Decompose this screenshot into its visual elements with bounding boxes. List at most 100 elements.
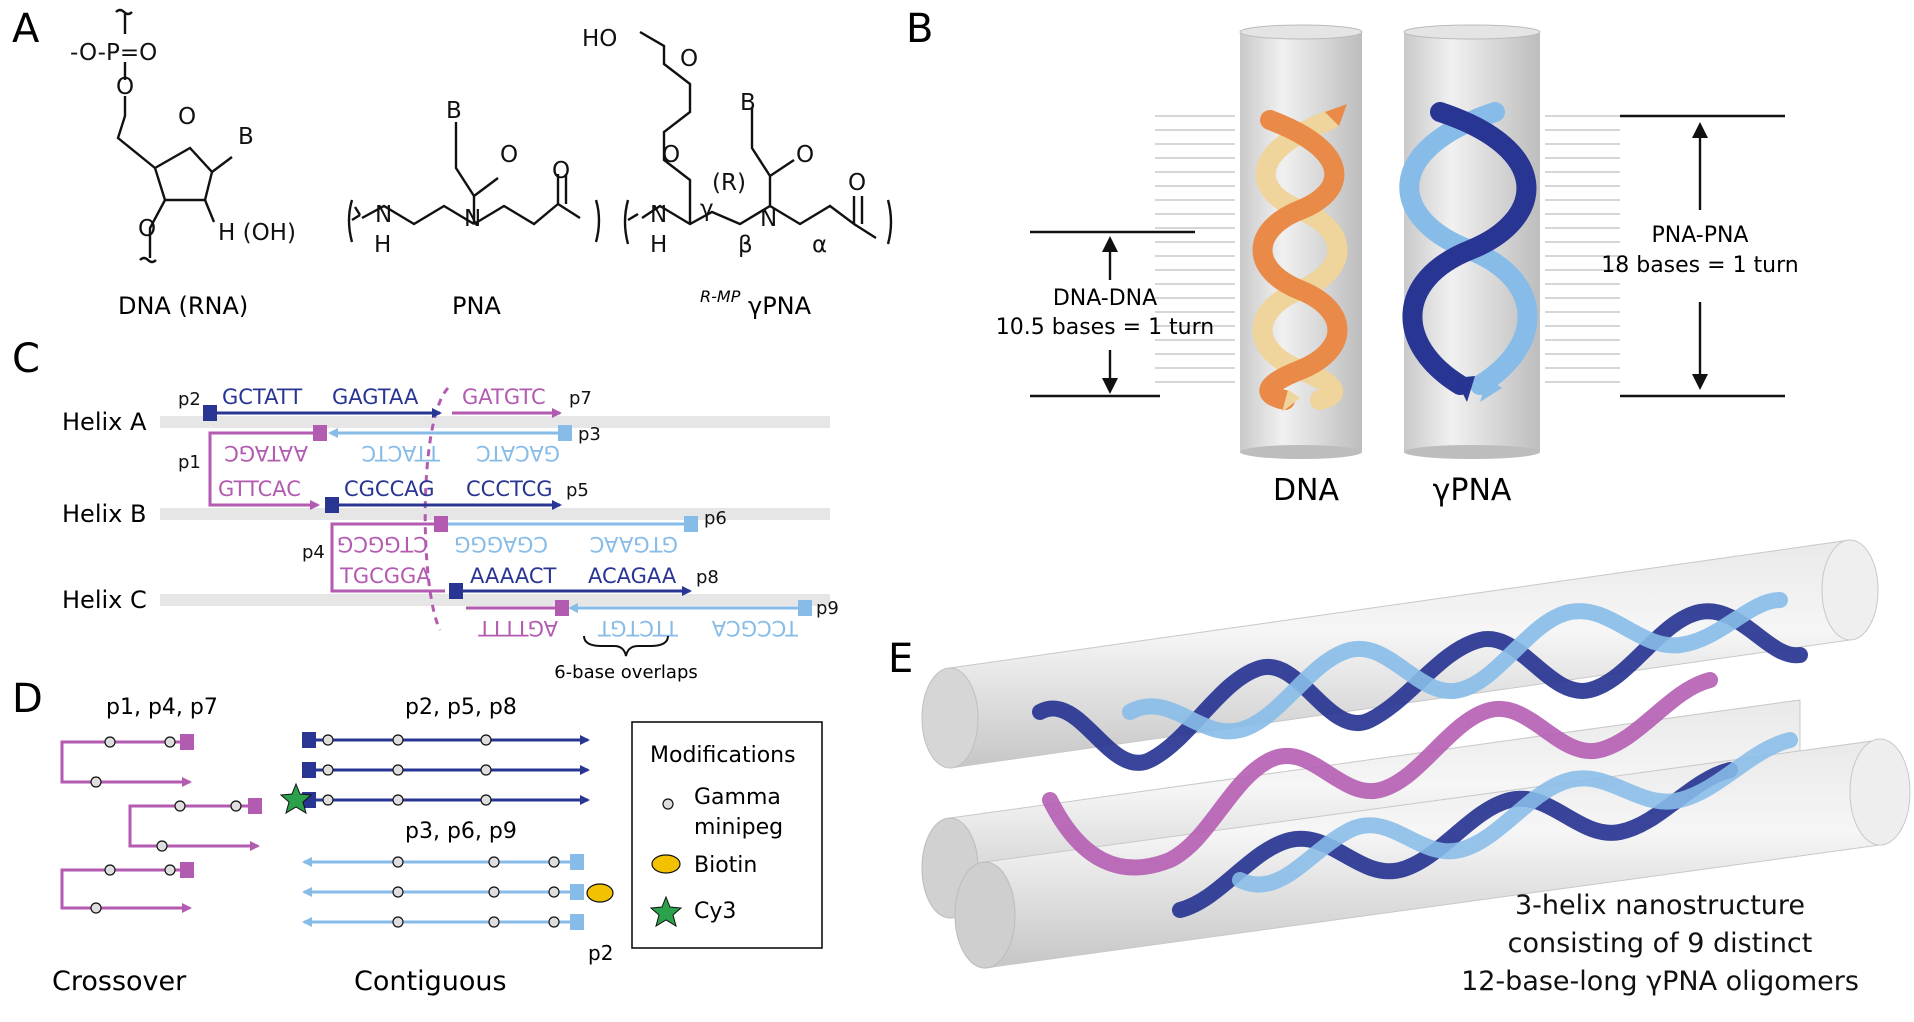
biotin-on-strand <box>586 883 614 903</box>
nanostructure-strands <box>1032 592 1808 918</box>
seq-c-bot-1: AGTTTT <box>478 616 558 640</box>
gpna-double-helix <box>1399 102 1538 402</box>
seq-c-bot-3: TCCGCA <box>711 616 799 640</box>
panel-label-a: A <box>12 6 40 52</box>
caption-line-1: 3-helix nanostructure <box>1515 890 1805 921</box>
label-p2: p2 <box>178 389 201 410</box>
strand-dark-upper <box>1032 603 1808 771</box>
p8-end-marker <box>449 583 463 599</box>
pna-pna-title: PNA-PNA <box>1651 223 1748 248</box>
strand-p1 <box>208 431 320 510</box>
seq-c-top-2: AAAACT <box>470 564 557 588</box>
base-label-dna: B <box>238 124 254 150</box>
o-ether2-label: O <box>662 142 680 168</box>
label-p5: p5 <box>566 480 589 501</box>
strand-light-upper <box>1122 592 1788 740</box>
contiguous-light-end-1 <box>570 854 584 870</box>
strand-p4 <box>330 522 445 593</box>
crossover-group-label: p1, p4, p7 <box>106 695 218 720</box>
legend-biotin: Biotin <box>694 853 757 878</box>
o-upper-label: O <box>138 216 156 242</box>
contiguous-light-end-3 <box>570 914 584 930</box>
dna-turn-bracket <box>1030 230 1195 398</box>
o-label-pna: O <box>500 142 518 168</box>
legend-title: Modifications <box>650 743 796 768</box>
contiguous-light-strands <box>302 857 574 927</box>
p5-end-marker <box>325 497 339 513</box>
panel-b: DNA-DNA 10.5 bases = 1 turn PNA-PNA 18 b… <box>996 24 1799 508</box>
contiguous-dark-end-1 <box>302 732 316 748</box>
gamma-minipeg-icon <box>662 798 674 810</box>
seq-a-top-1: GCTATT <box>222 385 302 409</box>
o-ring-label: O <box>178 104 196 130</box>
panel-label-d: D <box>12 676 43 722</box>
panel-a-atom-labels: -O-P=O O O B H (OH) O B O N H N O HO O O… <box>70 26 866 258</box>
panel-c-strand-labels: p2 p7 p3 p1 p5 p6 p4 p8 p9 <box>178 388 839 619</box>
gpna-minipeg-chain <box>639 30 692 224</box>
crossover-end-3 <box>180 862 194 878</box>
dna-caption: DNA <box>1273 473 1340 508</box>
seq-c-top-3: ACAGAA <box>588 564 677 588</box>
rmp-gpna-label: γPNA <box>748 292 812 320</box>
pna-backbone-bonds <box>351 122 581 226</box>
label-p7: p7 <box>569 388 592 409</box>
overlap-brace <box>583 635 669 657</box>
panel-e: 3-helix nanostructure consisting of 9 di… <box>921 539 1911 997</box>
label-p4: p4 <box>302 542 325 563</box>
crossover-end-1 <box>180 734 194 750</box>
p2-note: p2 <box>588 941 613 965</box>
alpha-label: α <box>812 232 827 258</box>
helix-c-label: Helix C <box>62 586 147 614</box>
biotin-icon <box>651 854 681 874</box>
dna-wavy-ends <box>115 8 157 264</box>
helix-c-track <box>160 594 830 606</box>
helix-b-label: Helix B <box>62 500 146 528</box>
helix-a-track <box>160 416 830 428</box>
dna-double-helix <box>1252 104 1348 412</box>
strand-light-lower <box>1232 732 1798 893</box>
p9-end-marker <box>798 600 812 616</box>
cy3-icon <box>649 895 683 928</box>
crossover-strand-3 <box>60 868 192 913</box>
legend-cy3: Cy3 <box>694 899 736 924</box>
h-oh-label: H (OH) <box>218 220 296 246</box>
seq-b-bot-1: CTGGCG <box>337 532 428 556</box>
o-lower-label: O <box>116 74 134 100</box>
n-amide-label-gpna: N <box>760 206 777 232</box>
panel-e-caption: 3-helix nanostructure consisting of 9 di… <box>1461 890 1859 997</box>
pna-label: PNA <box>452 292 501 320</box>
contiguous-light-gamma-dots <box>392 856 560 928</box>
legend-gamma-line2: minipeg <box>694 815 783 840</box>
seq-b-bot-3: GTGAAC <box>590 532 678 556</box>
seq-a-top-3: GATGTC <box>462 385 546 409</box>
panel-c-strands <box>208 408 805 613</box>
seq-b-bot-2: CGAGGG <box>454 532 548 556</box>
caption-line-3: 12-base-long γPNA oligomers <box>1461 966 1859 997</box>
label-p6: p6 <box>704 508 727 529</box>
crossover-strands <box>60 740 260 913</box>
nh-label-pna: N <box>375 202 392 228</box>
o-carbonyl-label-pna: O <box>552 158 570 184</box>
seq-a-bot-2: TTACTC <box>361 441 441 465</box>
panel-c-sequences: GCTATT GAGTAA GATGTC AATAGC TTACTC GACAT… <box>218 385 799 640</box>
base-label-pna: B <box>446 98 462 124</box>
panel-d: p1, p4, p7 p2, p5, p8 p3, p6, p9 <box>52 695 823 997</box>
pna-turn-text: 18 bases = 1 turn <box>1601 253 1798 278</box>
caption-line-2: consisting of 9 distinct <box>1508 928 1813 959</box>
crossover-strand-2 <box>128 804 260 851</box>
p3-end-marker <box>558 425 572 441</box>
contiguous-dark-strands <box>310 735 590 805</box>
p1-end-marker <box>313 425 327 441</box>
panel-c: Helix A Helix B Helix C GCTATT <box>62 385 839 683</box>
strand-magenta <box>1042 672 1718 876</box>
o-carbonyl-label-gpna: O <box>848 170 866 196</box>
p4-end-marker <box>434 516 448 532</box>
label-p1: p1 <box>178 452 201 473</box>
p6-end-marker <box>684 516 698 532</box>
crossover-label: Crossover <box>52 966 187 997</box>
panel-label-e: E <box>888 636 913 682</box>
base-ruler-right <box>1545 115 1620 383</box>
contiguous-light-end-2 <box>570 884 584 900</box>
crossover-strand-1 <box>60 740 192 787</box>
